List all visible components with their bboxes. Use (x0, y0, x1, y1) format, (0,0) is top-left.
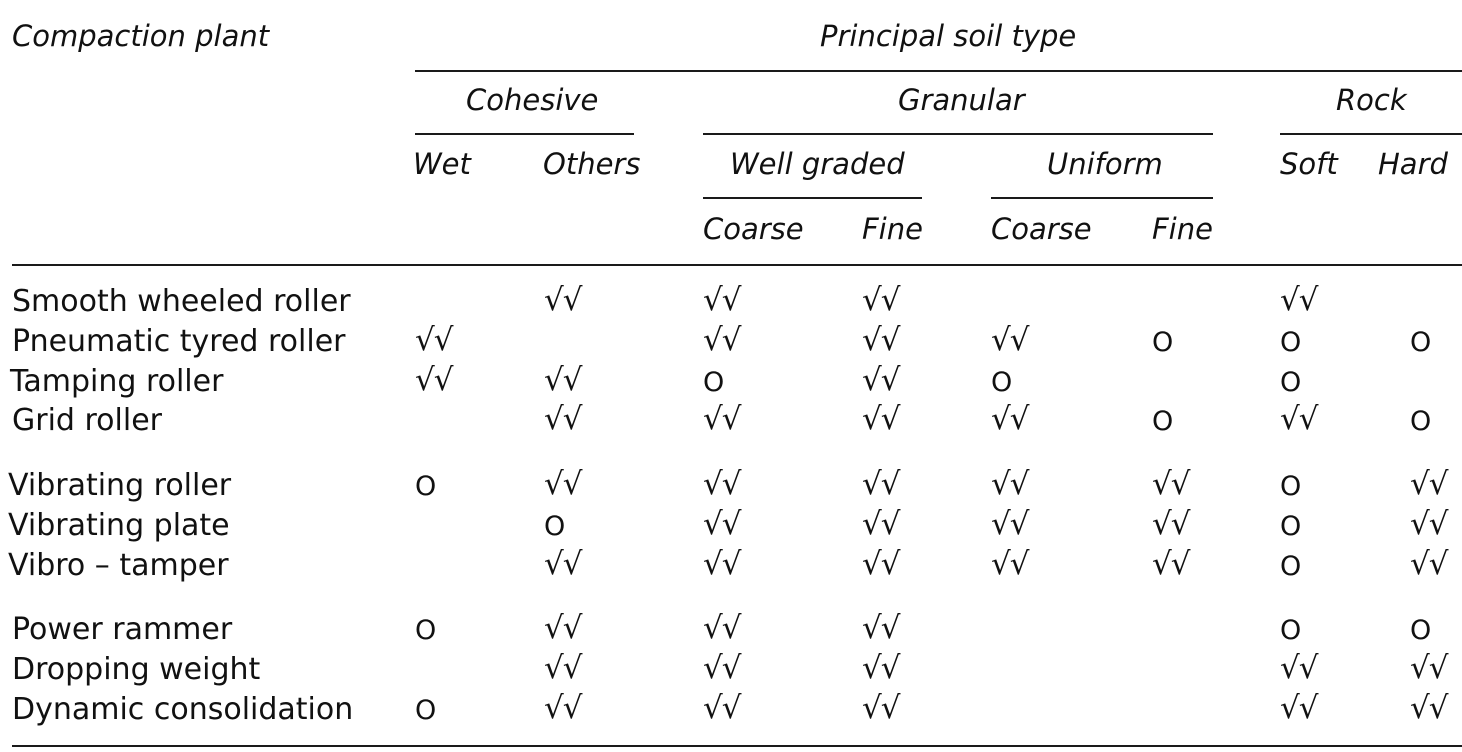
uniform-header: Uniform (1047, 147, 1163, 181)
suitable-mark: √√ (544, 546, 583, 582)
plant-name: Pneumatic tyred roller (12, 324, 346, 359)
possible-mark: O (544, 511, 566, 542)
compaction-plant-header: Compaction plant (12, 19, 270, 53)
suitable-mark: √√ (862, 650, 901, 686)
table-bottom-rule (12, 745, 1462, 747)
suitable-mark: √√ (1410, 650, 1449, 686)
suitable-mark: √√ (862, 546, 901, 582)
plant-name: Power rammer (12, 612, 233, 647)
possible-mark: O (415, 471, 437, 502)
suitable-mark: √√ (1410, 546, 1449, 582)
possible-mark: O (1152, 327, 1174, 358)
suitable-mark: √√ (1280, 282, 1319, 318)
others-header: Others (543, 147, 641, 181)
suitable-mark: √√ (1152, 546, 1191, 582)
suitable-mark: √√ (415, 362, 454, 398)
plant-name: Vibro – tamper (8, 548, 229, 583)
possible-mark: O (1410, 327, 1432, 358)
rock-header: Rock (1336, 83, 1407, 117)
suitable-mark: √√ (862, 610, 901, 646)
possible-mark: O (415, 615, 437, 646)
suitable-mark: √√ (544, 401, 583, 437)
header-rule-uniform (991, 197, 1213, 199)
suitable-mark: √√ (1152, 466, 1191, 502)
suitable-mark: √√ (862, 322, 901, 358)
suitable-mark: √√ (1410, 466, 1449, 502)
cohesive-header: Cohesive (466, 83, 599, 117)
suitable-mark: √√ (862, 690, 901, 726)
suitable-mark: √√ (544, 362, 583, 398)
suitable-mark: √√ (1280, 650, 1319, 686)
suitable-mark: √√ (703, 282, 742, 318)
plant-name: Dynamic consolidation (12, 692, 354, 727)
possible-mark: O (1410, 615, 1432, 646)
suitable-mark: √√ (862, 401, 901, 437)
possible-mark: O (991, 367, 1013, 398)
suitable-mark: √√ (862, 466, 901, 502)
possible-mark: O (1280, 471, 1302, 502)
suitable-mark: √√ (1280, 690, 1319, 726)
suitable-mark: √√ (1410, 506, 1449, 542)
header-bottom-rule (12, 264, 1462, 266)
possible-mark: O (1280, 367, 1302, 398)
suitable-mark: √√ (703, 650, 742, 686)
u-fine-header: Fine (1152, 212, 1213, 246)
suitable-mark: √√ (544, 282, 583, 318)
header-rule-cohesive (415, 133, 634, 135)
header-rule-rock (1280, 133, 1462, 135)
header-rule-granular (703, 133, 1213, 135)
suitable-mark: √√ (544, 610, 583, 646)
suitable-mark: √√ (862, 362, 901, 398)
plant-name: Smooth wheeled roller (12, 284, 351, 319)
possible-mark: O (1152, 406, 1174, 437)
wg-coarse-header: Coarse (703, 212, 804, 246)
suitable-mark: √√ (703, 546, 742, 582)
suitable-mark: √√ (1280, 401, 1319, 437)
suitable-mark: √√ (703, 322, 742, 358)
soft-header: Soft (1280, 147, 1338, 181)
hard-header: Hard (1378, 147, 1448, 181)
plant-name: Vibrating roller (8, 468, 232, 503)
suitable-mark: √√ (703, 690, 742, 726)
suitable-mark: √√ (862, 506, 901, 542)
header-rule-soil-type (415, 70, 1462, 72)
possible-mark: O (1280, 551, 1302, 582)
possible-mark: O (1410, 406, 1432, 437)
suitable-mark: √√ (415, 322, 454, 358)
plant-name: Dropping weight (12, 652, 261, 687)
suitable-mark: √√ (544, 690, 583, 726)
plant-name: Tamping roller (10, 364, 224, 399)
possible-mark: O (1280, 511, 1302, 542)
possible-mark: O (1280, 327, 1302, 358)
header-rule-well-graded (703, 197, 922, 199)
suitable-mark: √√ (991, 322, 1030, 358)
principal-soil-type-header: Principal soil type (820, 19, 1077, 53)
granular-header: Granular (898, 83, 1025, 117)
plant-name: Grid roller (12, 403, 162, 438)
suitable-mark: √√ (703, 506, 742, 542)
possible-mark: O (1280, 615, 1302, 646)
well-graded-header: Well graded (730, 147, 905, 181)
suitable-mark: √√ (991, 401, 1030, 437)
suitable-mark: √√ (703, 401, 742, 437)
plant-name: Vibrating plate (8, 508, 230, 543)
suitable-mark: √√ (862, 282, 901, 318)
suitable-mark: √√ (1410, 690, 1449, 726)
wg-fine-header: Fine (862, 212, 923, 246)
possible-mark: O (703, 367, 725, 398)
suitable-mark: √√ (1152, 506, 1191, 542)
suitable-mark: √√ (991, 466, 1030, 502)
suitable-mark: √√ (991, 506, 1030, 542)
possible-mark: O (415, 695, 437, 726)
suitable-mark: √√ (703, 610, 742, 646)
suitable-mark: √√ (544, 466, 583, 502)
suitable-mark: √√ (544, 650, 583, 686)
suitable-mark: √√ (703, 466, 742, 502)
suitable-mark: √√ (991, 546, 1030, 582)
wet-header: Wet (413, 147, 471, 181)
u-coarse-header: Coarse (991, 212, 1092, 246)
